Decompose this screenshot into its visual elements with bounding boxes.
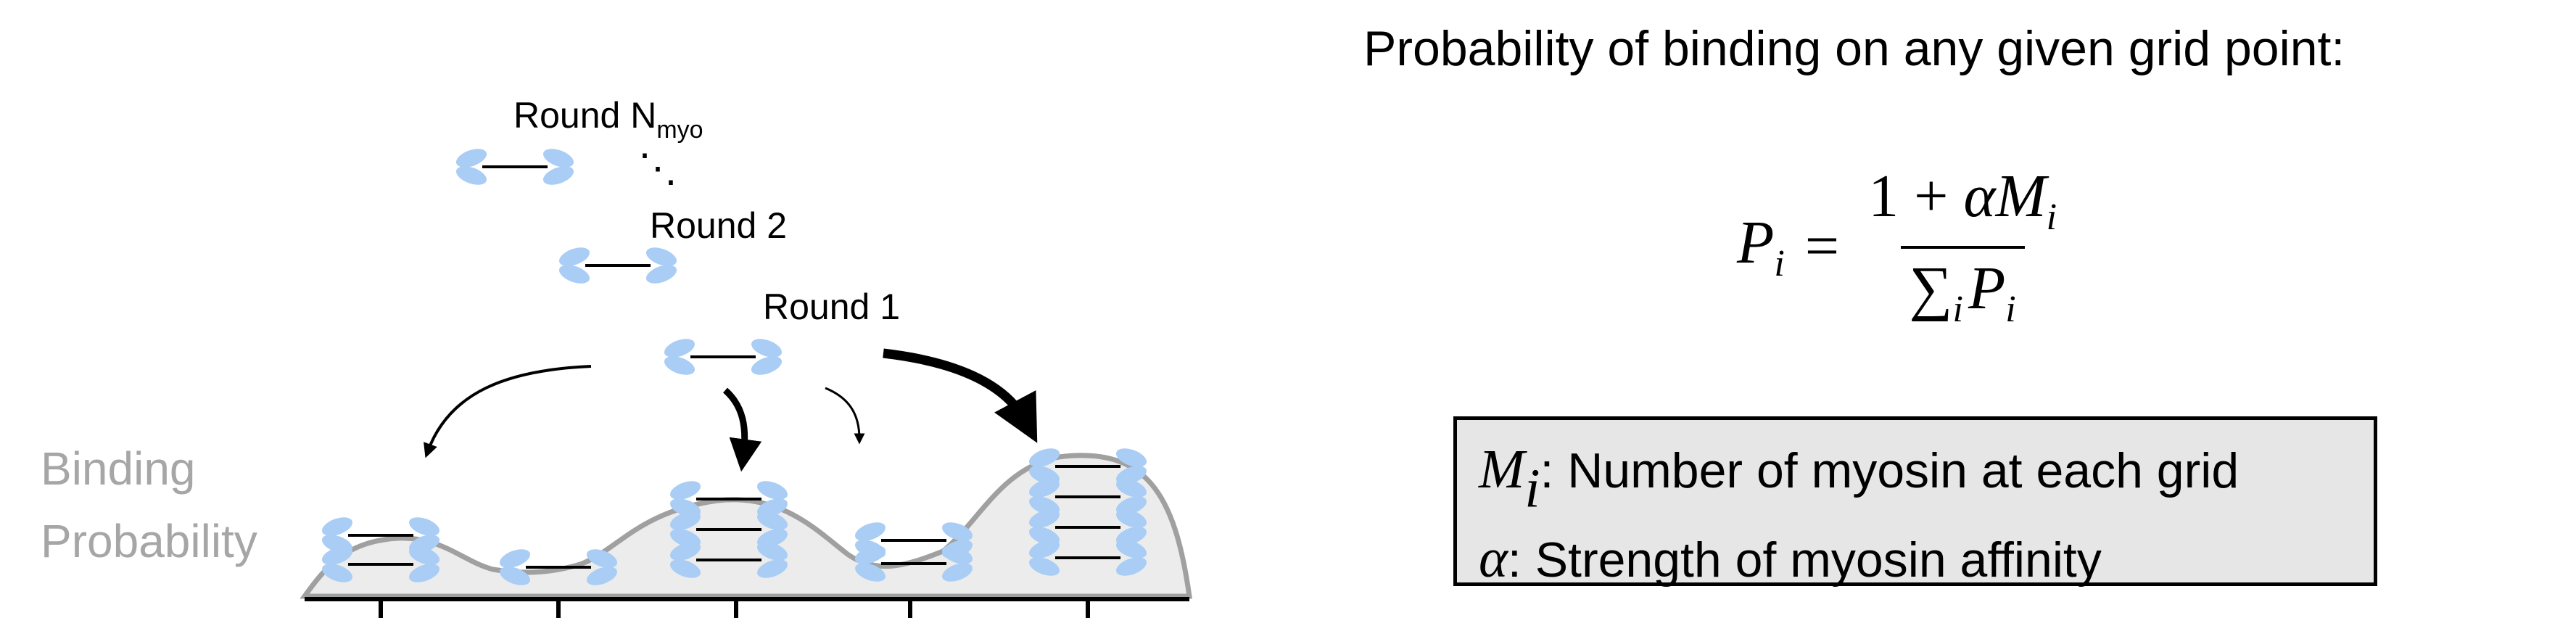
myosin-stack-grid-2: [499, 549, 618, 585]
grid-ticks: [379, 599, 1090, 618]
arrow-to-grid-5: [883, 348, 1038, 443]
round-1-label: Round 1: [763, 287, 900, 327]
round-n-label: Round Nmyo: [513, 95, 703, 144]
myosin-stack-grid-3: [669, 481, 788, 578]
myosin-stack-grid-1: [321, 517, 440, 582]
binding-diagram: Round Nmyo ⋱ Round 2 Round 1 Binding Pro…: [41, 95, 1193, 618]
myosin-stack-grid-4: [854, 522, 973, 582]
y-label-probability: Probability: [41, 515, 257, 567]
legend-row-alpha: α: Strength of myosin affinity: [1479, 527, 2102, 589]
myosin-round-1: [664, 339, 783, 375]
y-label-binding: Binding: [41, 442, 196, 495]
arrow-to-grid-1: [424, 365, 592, 458]
arrow-to-grid-4: [825, 387, 865, 445]
myosin-round-n: [455, 149, 574, 185]
formula-numerator: 1 + αMi: [1868, 162, 2057, 239]
legend-row-m: Mi: Number of myosin at each grid: [1479, 439, 2239, 519]
arrow-to-grid-3: [722, 387, 762, 472]
binding-probability-formula: Pi = 1 + αMi ∑i Pi: [1737, 161, 2065, 331]
myosin-round-2: [558, 247, 677, 284]
round-2-label: Round 2: [650, 205, 787, 246]
variable-legend-box: Mi: Number of myosin at each grid α: Str…: [1453, 416, 2377, 589]
myosin-stack-grid-5: [1028, 448, 1147, 576]
formula-fraction: 1 + αMi ∑i Pi: [1859, 161, 2065, 331]
formula-lhs: Pi: [1737, 208, 1785, 284]
formula-equals: =: [1804, 212, 1840, 280]
formula-denominator: ∑i Pi: [1900, 246, 2025, 331]
formula-title: Probability of binding on any given grid…: [1363, 21, 2345, 76]
ellipsis-glyph: ⋱: [638, 147, 677, 190]
